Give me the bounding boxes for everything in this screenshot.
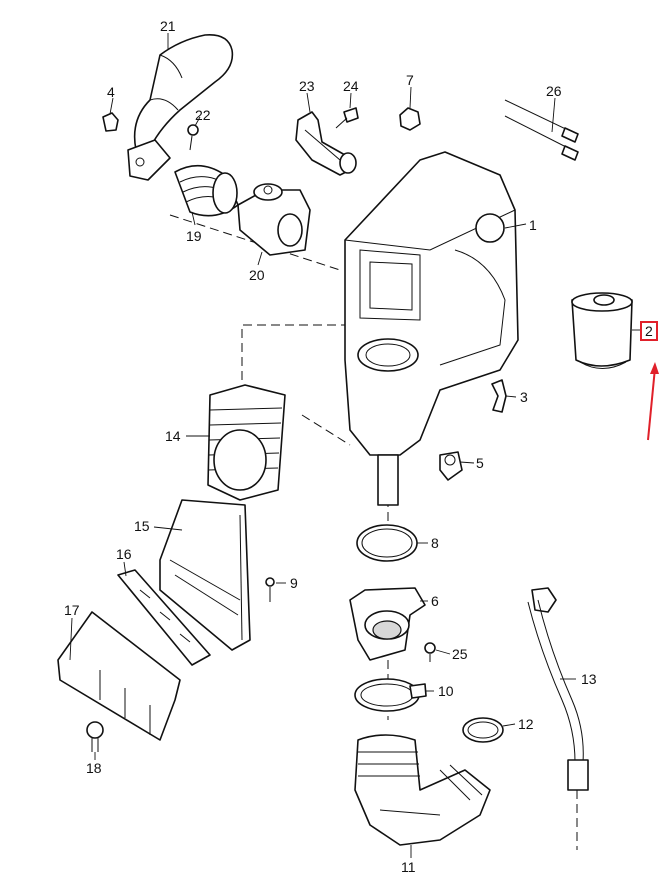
- part-5-grommet: [439, 451, 463, 481]
- callout-14: 14: [165, 428, 181, 444]
- callout-9: 9: [290, 575, 298, 591]
- part-7-nut: [399, 107, 421, 131]
- callout-10: 10: [438, 683, 454, 699]
- callout-3: 3: [520, 389, 528, 405]
- part-25-bolt: [424, 642, 436, 662]
- part-4-clip: [102, 112, 119, 132]
- part-17-deflector: [57, 611, 181, 741]
- part-8-o-ring: [356, 524, 418, 562]
- callout-5: 5: [476, 455, 484, 471]
- callout-13: 13: [581, 671, 597, 687]
- part-16-grille: [117, 569, 211, 666]
- part-1-filter-housing: [344, 151, 519, 506]
- highlight-arrow-head: [650, 362, 659, 374]
- part-22-screw: [187, 124, 199, 151]
- part-20-sensor-housing: [237, 183, 311, 256]
- part-23-bracket: [295, 111, 357, 176]
- callout-25: 25: [452, 646, 468, 662]
- callout-17: 17: [64, 602, 80, 618]
- callout-16: 16: [116, 546, 132, 562]
- callout-21: 21: [160, 18, 176, 34]
- part-2-filter-element: [571, 292, 633, 369]
- callout-12: 12: [518, 716, 534, 732]
- callout-18: 18: [86, 760, 102, 776]
- part-11-intake-hose: [354, 734, 491, 846]
- callout-6: 6: [431, 593, 439, 609]
- callout-1: 1: [529, 217, 537, 233]
- part-19-bellows: [174, 164, 239, 217]
- callout-8: 8: [431, 535, 439, 551]
- callout-26: 26: [546, 83, 562, 99]
- callout-2-highlighted: 2: [640, 321, 658, 341]
- part-26-cables: [504, 99, 579, 161]
- leader-lines: [69, 33, 640, 858]
- part-14-corrugated-duct: [207, 384, 286, 501]
- callout-22: 22: [195, 107, 211, 123]
- part-6-flange: [349, 587, 426, 661]
- callout-7: 7: [406, 72, 414, 88]
- callout-23: 23: [299, 78, 315, 94]
- part-24-bolt: [335, 107, 359, 129]
- part-9-screw: [265, 577, 275, 602]
- part-3-clip: [491, 379, 507, 413]
- callout-4: 4: [107, 84, 115, 100]
- callout-20: 20: [249, 267, 265, 283]
- callout-24: 24: [343, 78, 359, 94]
- callout-11: 11: [401, 859, 416, 875]
- part-13-breather-hose: [527, 587, 589, 791]
- part-15-air-guide: [159, 499, 251, 651]
- callout-15: 15: [134, 518, 150, 534]
- callout-19: 19: [186, 228, 202, 244]
- highlight-arrow: [647, 367, 656, 441]
- part-21-intake-pipe: [127, 33, 234, 181]
- part-12-clamp: [462, 717, 504, 743]
- part-10-hose-clamp: [354, 678, 427, 712]
- part-18-expanding-clip: [86, 721, 104, 752]
